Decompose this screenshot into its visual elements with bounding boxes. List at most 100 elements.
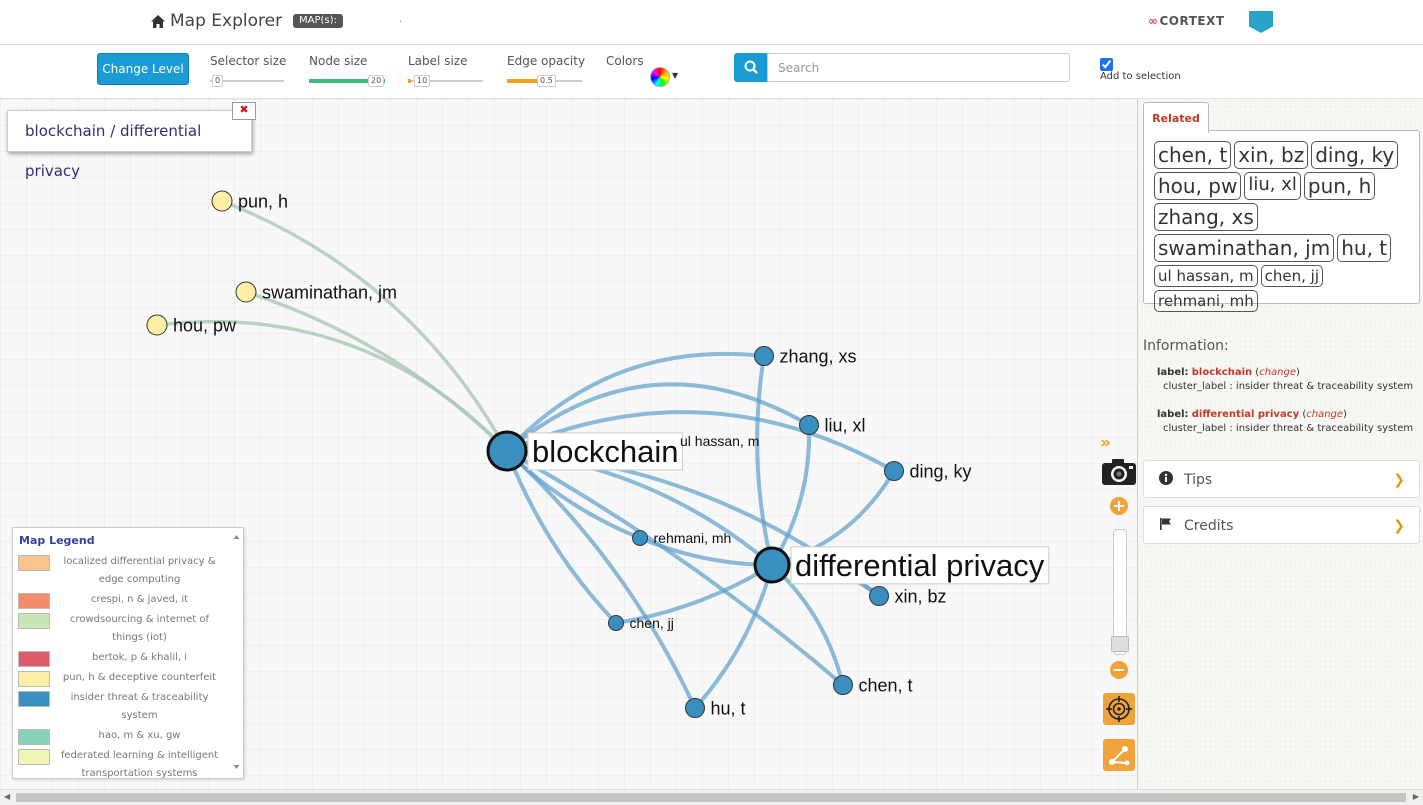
node-circle[interactable] bbox=[146, 314, 168, 336]
change-link[interactable]: change bbox=[1306, 409, 1344, 420]
credits-accordion[interactable]: Credits ❯ bbox=[1143, 506, 1420, 544]
legend-item[interactable]: localized differential privacy & edge co… bbox=[18, 553, 223, 589]
graph-node[interactable]: hu, t bbox=[685, 698, 746, 718]
node-size-control: Node size 20 bbox=[309, 54, 385, 88]
flag-icon bbox=[1159, 507, 1173, 545]
scroll-left-icon[interactable]: ◀ bbox=[4, 792, 11, 801]
node-label: pun, h bbox=[238, 191, 288, 211]
related-tag[interactable]: swaminathan, jm bbox=[1154, 234, 1335, 262]
legend-item[interactable]: federated learning & intelligent transpo… bbox=[18, 747, 223, 783]
node-label: swaminathan, jm bbox=[262, 282, 397, 302]
node-circle[interactable] bbox=[753, 546, 791, 584]
legend-label: federated learning & intelligent transpo… bbox=[60, 750, 219, 779]
node-circle[interactable] bbox=[632, 530, 648, 546]
maps-badge[interactable]: MAP(s): bbox=[293, 14, 343, 28]
graph-node[interactable]: chen, t bbox=[833, 675, 913, 695]
node-size-value[interactable]: 20 bbox=[368, 75, 385, 87]
cortext-logo[interactable]: ∞CORTEXT bbox=[1148, 14, 1225, 28]
add-to-selection-checkbox[interactable] bbox=[1100, 58, 1113, 71]
close-icon[interactable]: ✖ bbox=[232, 102, 256, 120]
graph-node[interactable]: differential privacy bbox=[753, 546, 1050, 585]
change-level-button[interactable]: Change Level bbox=[97, 53, 189, 85]
legend-item[interactable]: crespi, n & javed, it bbox=[18, 591, 223, 609]
graph-edge bbox=[245, 290, 509, 453]
graph-node[interactable]: ul hassan, m bbox=[680, 433, 759, 449]
node-circle[interactable] bbox=[754, 346, 774, 366]
camera-icon[interactable] bbox=[1101, 456, 1137, 490]
legend-item[interactable]: crowdsourcing & internet of things (iot) bbox=[18, 611, 223, 647]
horizontal-scrollbar[interactable]: ◀ ▶ bbox=[0, 789, 1423, 805]
legend-scrollbar[interactable] bbox=[232, 530, 241, 774]
related-tag[interactable]: ding, ky bbox=[1311, 141, 1399, 169]
legend-label: pun, h & deceptive counterfeit bbox=[62, 672, 217, 683]
node-label: ding, ky bbox=[910, 461, 972, 481]
maps-list-text: . bbox=[399, 14, 403, 25]
graph-layout-button[interactable] bbox=[1103, 739, 1135, 771]
related-tag[interactable]: rehmani, mh bbox=[1154, 290, 1258, 312]
graph-node[interactable]: liu, xl bbox=[799, 415, 866, 435]
related-tag[interactable]: zhang, xs bbox=[1154, 203, 1258, 231]
node-circle[interactable] bbox=[486, 430, 528, 472]
related-tag[interactable]: liu, xl bbox=[1244, 172, 1301, 200]
expand-panel-icon[interactable]: » bbox=[1100, 433, 1111, 453]
tab-related[interactable]: Related bbox=[1143, 102, 1209, 133]
selection-title: blockchain / differential privacy bbox=[7, 110, 252, 180]
label-size-slider[interactable]: 10 bbox=[408, 74, 483, 88]
graph-node[interactable]: ding, ky bbox=[884, 461, 972, 481]
selector-size-slider[interactable]: 0 bbox=[210, 74, 284, 88]
node-label: blockchain bbox=[532, 434, 678, 469]
color-wheel-icon[interactable] bbox=[650, 67, 670, 87]
change-link[interactable]: change bbox=[1259, 367, 1297, 378]
legend-item[interactable]: hao, m & xu, gw bbox=[18, 727, 223, 745]
related-tag[interactable]: chen, t bbox=[1154, 141, 1232, 169]
node-label: zhang, xs bbox=[780, 346, 857, 366]
related-tag[interactable]: hu, t bbox=[1337, 234, 1392, 262]
related-tag[interactable]: pun, h bbox=[1303, 172, 1376, 200]
zoom-in-button[interactable]: + bbox=[1110, 497, 1128, 515]
graph-node[interactable]: xin, bz bbox=[869, 586, 947, 606]
graph-node[interactable]: chen, jj bbox=[608, 615, 674, 631]
graph-node[interactable]: hou, pw bbox=[146, 314, 237, 336]
map-explorer-home-link[interactable]: Map Explorer bbox=[150, 11, 282, 31]
legend-item[interactable]: bertok, p & khalil, i bbox=[18, 649, 223, 667]
graph-edge bbox=[693, 564, 774, 710]
node-circle[interactable] bbox=[799, 415, 819, 435]
graph-node[interactable]: rehmani, mh bbox=[632, 530, 732, 546]
scrollbar-thumb[interactable] bbox=[16, 793, 1406, 802]
graph-node[interactable]: zhang, xs bbox=[754, 346, 857, 366]
edge-opacity-slider[interactable]: 0.5 bbox=[507, 74, 582, 88]
node-circle[interactable] bbox=[884, 461, 904, 481]
search-button[interactable] bbox=[734, 53, 768, 82]
network-graph[interactable]: blockchain differential privacy pun, h swam… bbox=[0, 0, 1137, 789]
zoom-out-button[interactable]: − bbox=[1110, 661, 1128, 679]
search-input[interactable] bbox=[767, 53, 1070, 82]
node-circle[interactable] bbox=[869, 586, 889, 606]
node-circle[interactable] bbox=[235, 281, 257, 303]
legend-item[interactable]: insider threat & traceability system bbox=[18, 689, 223, 725]
scroll-right-icon[interactable]: ▶ bbox=[1412, 792, 1419, 801]
node-circle[interactable] bbox=[608, 615, 624, 631]
center-target-button[interactable] bbox=[1103, 693, 1135, 725]
node-circle[interactable] bbox=[833, 675, 853, 695]
legend-item[interactable]: pun, h & deceptive counterfeit bbox=[18, 669, 223, 687]
node-size-slider[interactable]: 20 bbox=[309, 74, 385, 88]
tips-accordion[interactable]: Tips ❯ bbox=[1143, 460, 1420, 498]
related-tag[interactable]: chen, jj bbox=[1260, 265, 1323, 287]
shield-logo[interactable] bbox=[1249, 11, 1273, 33]
node-circle[interactable] bbox=[685, 698, 705, 718]
graph-node[interactable]: blockchain bbox=[486, 430, 683, 472]
map-legend: Map Legend localized differential privac… bbox=[12, 527, 244, 779]
related-tag[interactable]: xin, bz bbox=[1234, 141, 1309, 169]
related-tag[interactable]: ul hassan, m bbox=[1154, 265, 1258, 287]
selector-size-value[interactable]: 0 bbox=[212, 75, 224, 87]
zoom-slider[interactable] bbox=[1113, 529, 1127, 655]
graph-edge bbox=[506, 410, 895, 473]
edge-opacity-value[interactable]: 0.5 bbox=[537, 75, 556, 87]
zoom-slider-handle[interactable] bbox=[1111, 636, 1129, 652]
node-circle[interactable] bbox=[211, 190, 233, 212]
related-tag[interactable]: hou, pw bbox=[1154, 172, 1242, 200]
caret-down-icon[interactable]: ▼ bbox=[672, 71, 679, 80]
graph-node[interactable]: pun, h bbox=[211, 190, 288, 212]
label-size-value[interactable]: 10 bbox=[414, 75, 431, 87]
graph-node[interactable]: swaminathan, jm bbox=[235, 281, 397, 303]
